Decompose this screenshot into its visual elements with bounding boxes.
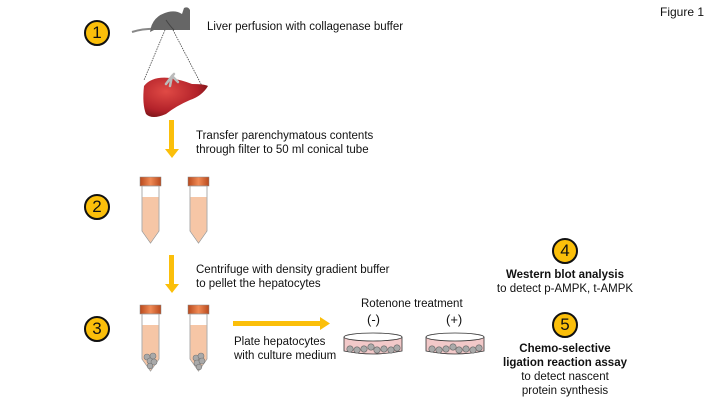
step-2-text: Transfer parenchymatous contents through… xyxy=(196,129,373,157)
conical-tube-icon xyxy=(139,176,162,244)
step-5-title-line-2: ligation reaction assay xyxy=(503,357,627,369)
petri-dish-icon xyxy=(425,332,485,355)
step-3-text: Centrifuge with density gradient buffer … xyxy=(196,263,389,291)
step-2-text-line-1: Transfer parenchymatous contents xyxy=(196,130,374,142)
step-4-title: Western blot analysis xyxy=(505,269,625,281)
step-3-text-line-2: to pellet the hepatocytes xyxy=(196,278,321,290)
conical-tube-icon xyxy=(187,176,210,244)
step-4-detail: to detect p-AMPK, t-AMPK xyxy=(496,283,634,295)
plating-text-line-1: Plate hepatocytes xyxy=(234,336,326,348)
step-2-text-line-2: through filter to 50 ml conical tube xyxy=(196,144,369,156)
dish-plus-label: (+) xyxy=(446,312,463,327)
conical-tube-with-pellet-icon xyxy=(139,304,162,372)
step-5-badge: 5 xyxy=(552,312,578,338)
step-5-detail-line-1: to detect nascent xyxy=(521,371,609,383)
treatment-title: Rotenone treatment xyxy=(361,298,463,310)
step-5-title-line-1: Chemo-selective xyxy=(519,343,611,355)
step-1-text: Liver perfusion with collagenase buffer xyxy=(207,21,404,33)
plating-text-line-2: with culture medium xyxy=(234,350,337,362)
step-5-text: Chemo-selective ligation reaction assay … xyxy=(485,342,645,398)
step-3-text-line-1: Centrifuge with density gradient buffer xyxy=(196,264,390,276)
petri-dish-icon xyxy=(343,332,403,355)
dish-minus-label: (-) xyxy=(367,312,380,327)
step-1-badge: 1 xyxy=(84,20,110,46)
step-4-text: Western blot analysis to detect p-AMPK, … xyxy=(485,268,645,296)
down-arrow-icon xyxy=(165,120,179,158)
figure-label: Figure 1 xyxy=(660,5,705,19)
liver-icon xyxy=(143,72,208,117)
plating-text: Plate hepatocytes with culture medium xyxy=(234,335,336,363)
step-3-badge: 3 xyxy=(84,316,110,342)
right-arrow-icon xyxy=(233,317,330,330)
step-5-detail-line-2: protein synthesis xyxy=(521,385,609,397)
step-4-badge: 4 xyxy=(552,238,578,264)
mouse-icon xyxy=(131,7,190,33)
conical-tube-with-pellet-icon xyxy=(187,304,210,372)
step-2-badge: 2 xyxy=(84,194,110,220)
down-arrow-icon xyxy=(165,255,179,293)
